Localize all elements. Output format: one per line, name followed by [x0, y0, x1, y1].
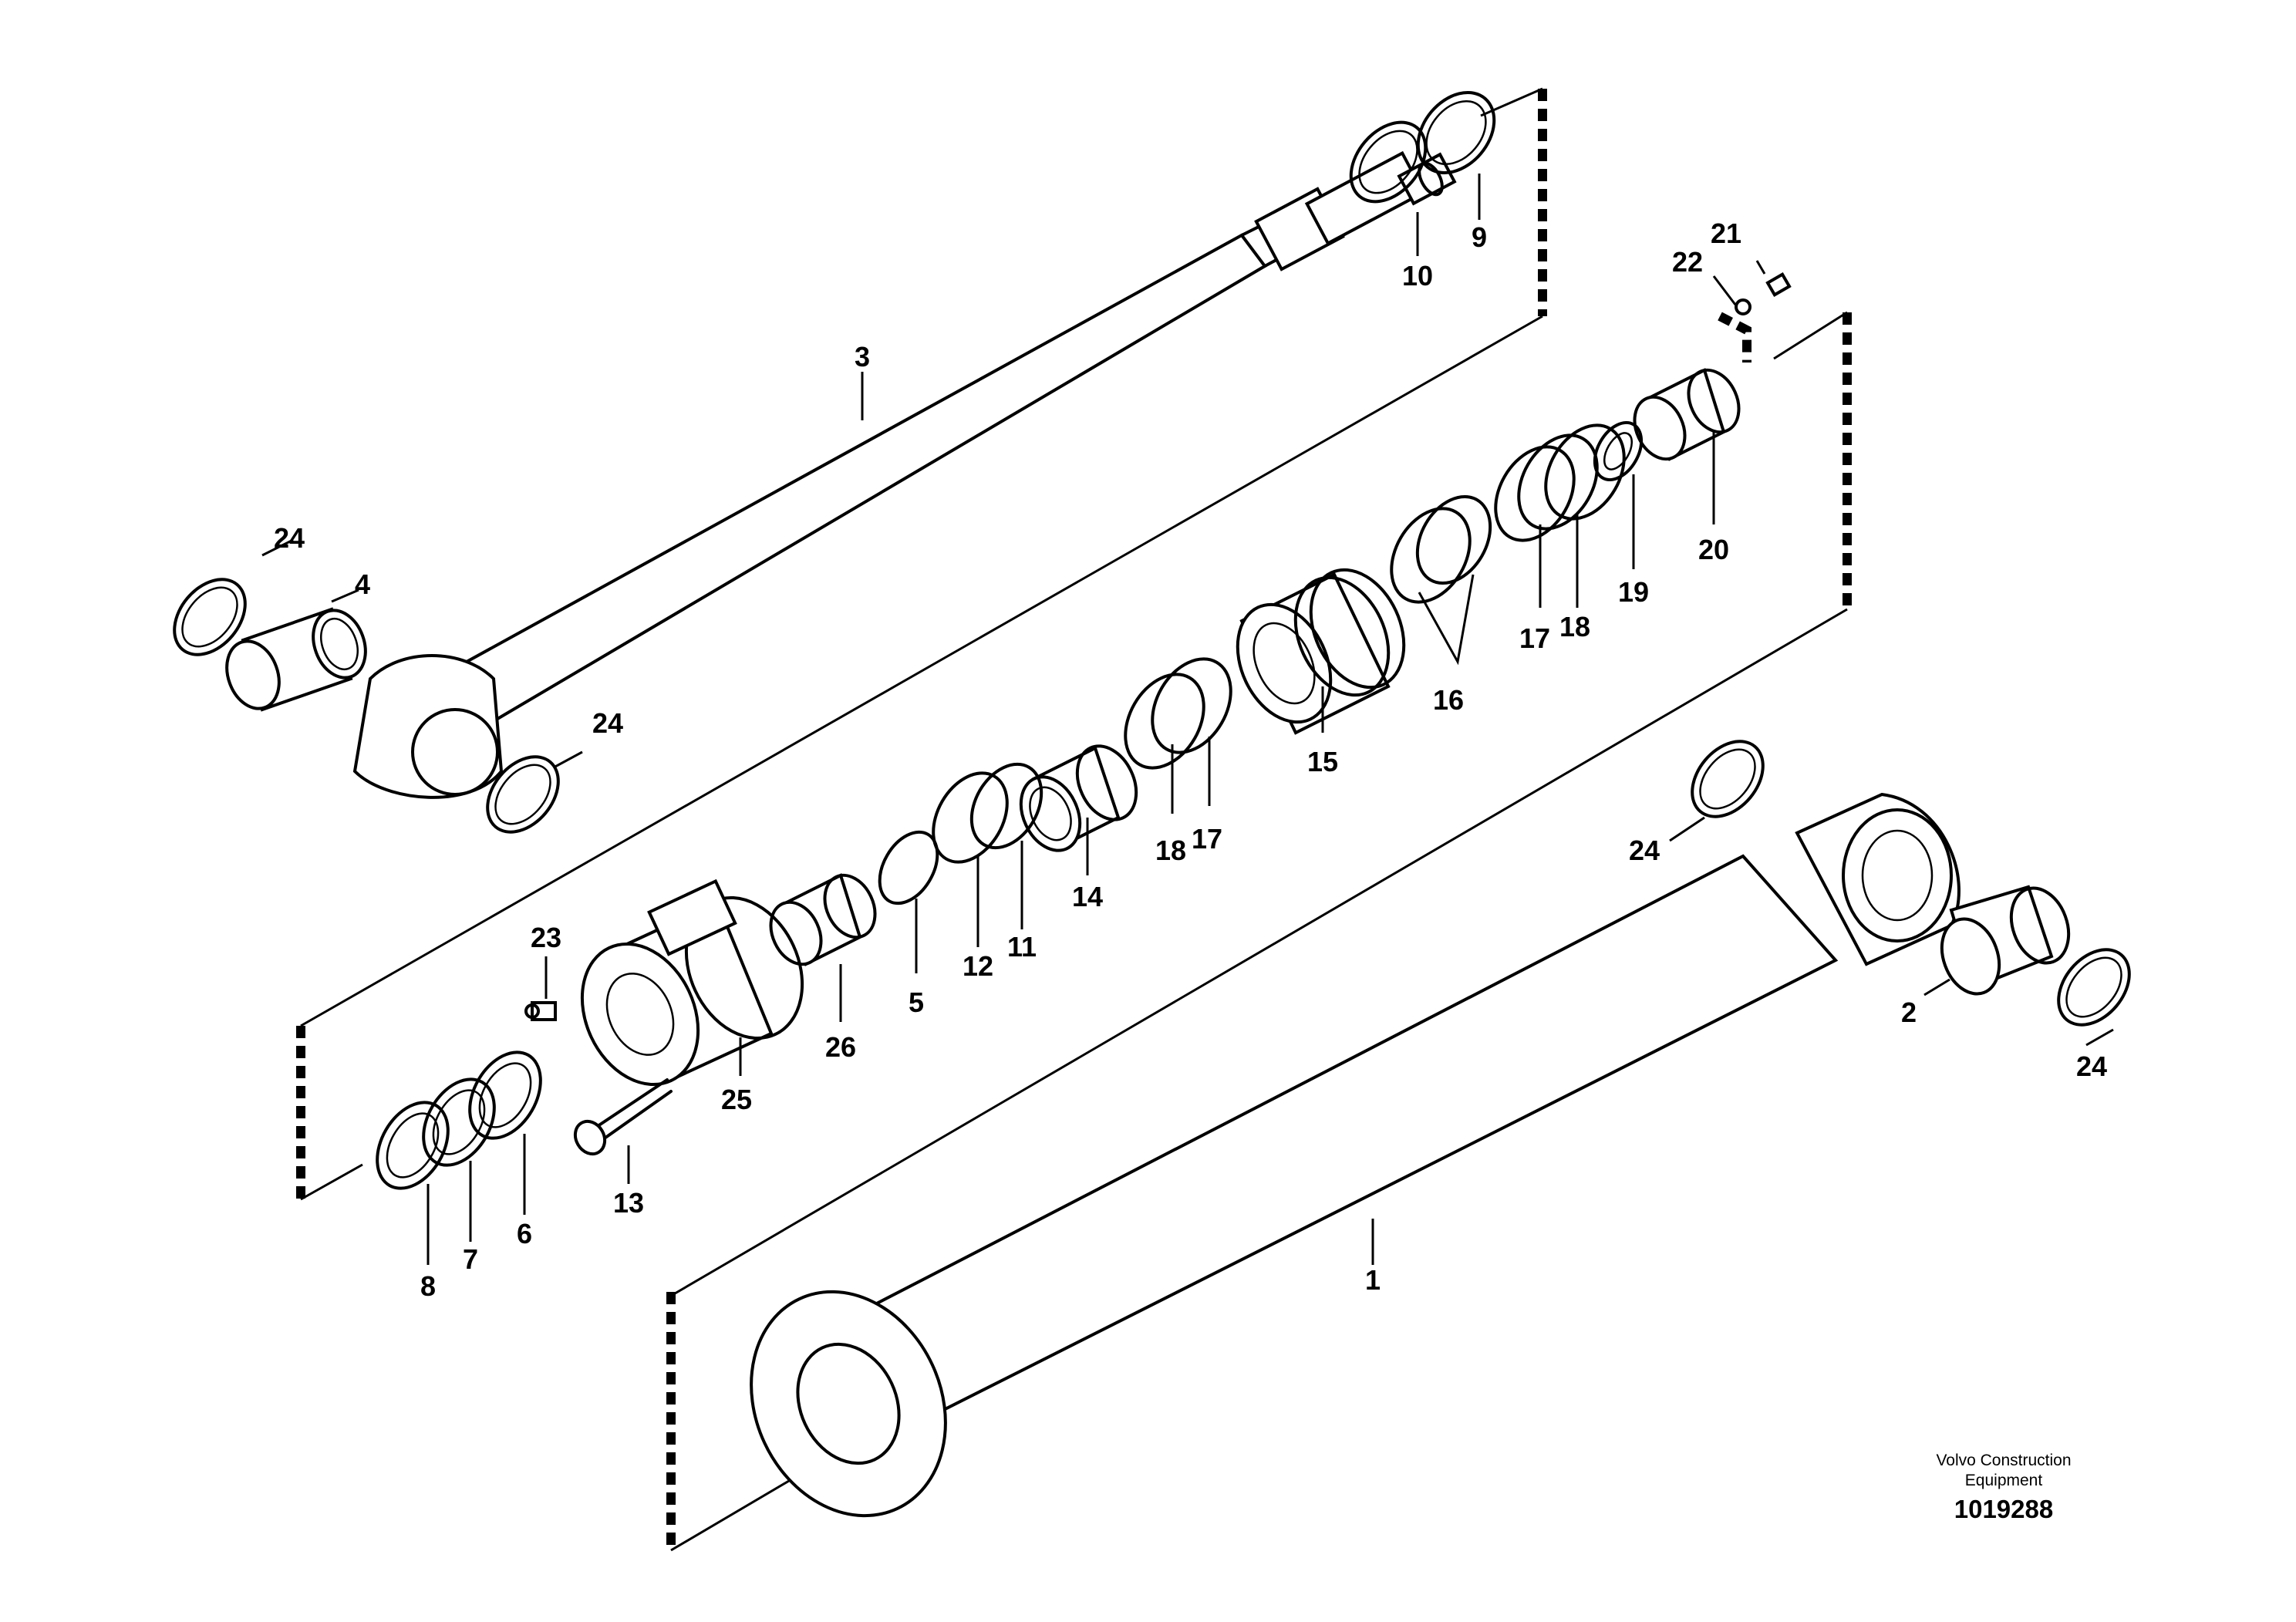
callout-5: 5	[909, 986, 924, 1018]
callout-13: 13	[613, 1187, 644, 1219]
callout-12: 12	[963, 950, 993, 982]
rod-end-rings	[1349, 91, 1496, 204]
grease-fitting	[524, 1001, 557, 1021]
cushion-rings-right	[1124, 657, 1232, 770]
drawing-number: 1019288	[1954, 1495, 2053, 1523]
cylinder-bottom-bushing	[1940, 885, 2071, 996]
callout-24-upper-left: 24	[274, 522, 305, 554]
callout-22: 22	[1672, 246, 1703, 278]
dust-seal-ring-bottom-right	[2057, 948, 2131, 1027]
callout-23: 23	[531, 922, 561, 953]
piston-nut	[1633, 368, 1741, 461]
brand-line-2: Equipment	[1965, 1472, 2043, 1489]
rod-eye-bushing	[225, 607, 367, 712]
callout-8: 8	[420, 1270, 436, 1302]
callout-15: 15	[1307, 746, 1338, 777]
callout-19: 19	[1618, 576, 1649, 608]
callout-17-lower: 17	[1192, 823, 1222, 855]
callout-26: 26	[825, 1031, 856, 1063]
head-seal-rings	[376, 1050, 542, 1190]
brand-line-1: Volvo Construction	[1936, 1452, 2071, 1469]
piston-seal-rings	[1494, 423, 1626, 542]
callout-18-lower: 18	[1155, 835, 1186, 866]
cushion-bearing	[1019, 744, 1138, 852]
bushing-26	[769, 873, 877, 966]
dust-seal-ring-rod-eye	[486, 755, 560, 834]
callout-labels: 1 2 3 4 5 6 7 8 9 10 11 12 13 14 15 16 1…	[274, 218, 2107, 1302]
washer	[1593, 421, 1644, 481]
cylinder-head	[580, 878, 804, 1087]
callout-16: 16	[1433, 684, 1464, 716]
piston	[1236, 568, 1406, 735]
callout-24-bottom-top: 24	[1629, 835, 1660, 866]
callout-3: 3	[855, 341, 870, 373]
callout-2: 2	[1901, 996, 1917, 1028]
drawing-footer: Volvo Construction Equipment 1019288	[1936, 1452, 2071, 1523]
callout-7: 7	[463, 1243, 478, 1275]
callout-21: 21	[1711, 218, 1741, 249]
callout-6: 6	[517, 1218, 532, 1249]
callout-14: 14	[1072, 881, 1103, 912]
dust-seal-ring-bottom-top	[1691, 740, 1765, 818]
callout-4: 4	[355, 568, 370, 600]
callout-10: 10	[1402, 260, 1433, 292]
callout-11: 11	[1007, 931, 1037, 963]
callout-25: 25	[721, 1084, 752, 1115]
snap-ring-and-seal	[878, 762, 1043, 905]
callout-24-bottom-right: 24	[2076, 1050, 2107, 1082]
backup-rings	[1390, 494, 1492, 604]
set-screw-and-ball	[1735, 271, 1792, 315]
callout-24-rod-eye: 24	[592, 707, 623, 739]
callout-20: 20	[1698, 534, 1729, 565]
callout-17-upper: 17	[1519, 622, 1550, 654]
callout-9: 9	[1472, 221, 1487, 253]
callout-leaders	[261, 174, 2114, 1265]
dust-seal-ring-upper-left	[173, 578, 247, 656]
callout-1: 1	[1365, 1264, 1381, 1296]
cylinder-tube	[750, 792, 1961, 1518]
callout-18-upper: 18	[1559, 611, 1590, 642]
head-socket-bolt	[573, 1078, 673, 1156]
assembly-bracket-lines	[296, 87, 1852, 1552]
